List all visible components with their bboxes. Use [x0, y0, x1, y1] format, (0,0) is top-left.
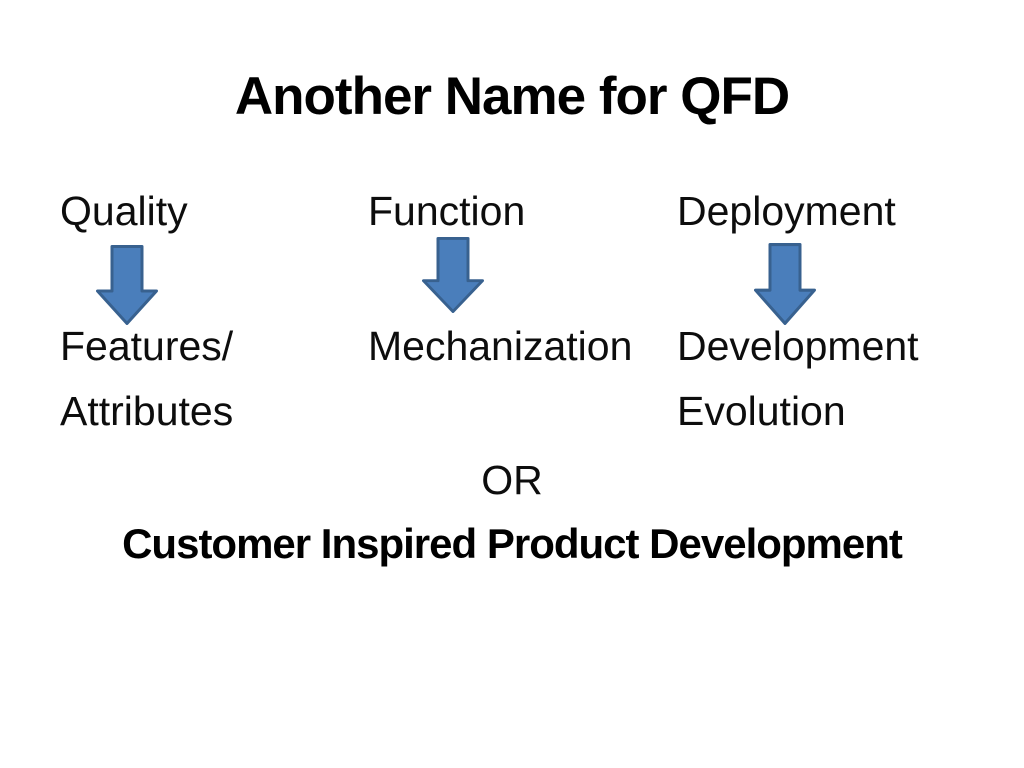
down-arrow-icon	[96, 245, 158, 325]
alternate-name-tagline: Customer Inspired Product Development	[122, 520, 903, 567]
or-text: OR	[481, 457, 543, 503]
down-arrow-shape	[422, 237, 484, 313]
term-deployment: Deployment	[677, 188, 896, 234]
expansion-mechanization: Mechanization	[368, 323, 633, 369]
term-quality: Quality	[60, 188, 188, 234]
expansion-development: Development	[677, 323, 919, 369]
expansion-evolution: Evolution	[677, 388, 846, 434]
down-arrow-shape	[754, 243, 816, 325]
slide-title: Another Name for QFD	[234, 67, 790, 126]
term-function: Function	[368, 188, 526, 234]
expansion-attributes: Attributes	[60, 388, 234, 434]
down-arrow-icon	[422, 237, 484, 313]
expansion-features: Features/	[60, 323, 234, 369]
down-arrow-icon	[754, 243, 816, 325]
down-arrow-shape	[96, 245, 158, 325]
